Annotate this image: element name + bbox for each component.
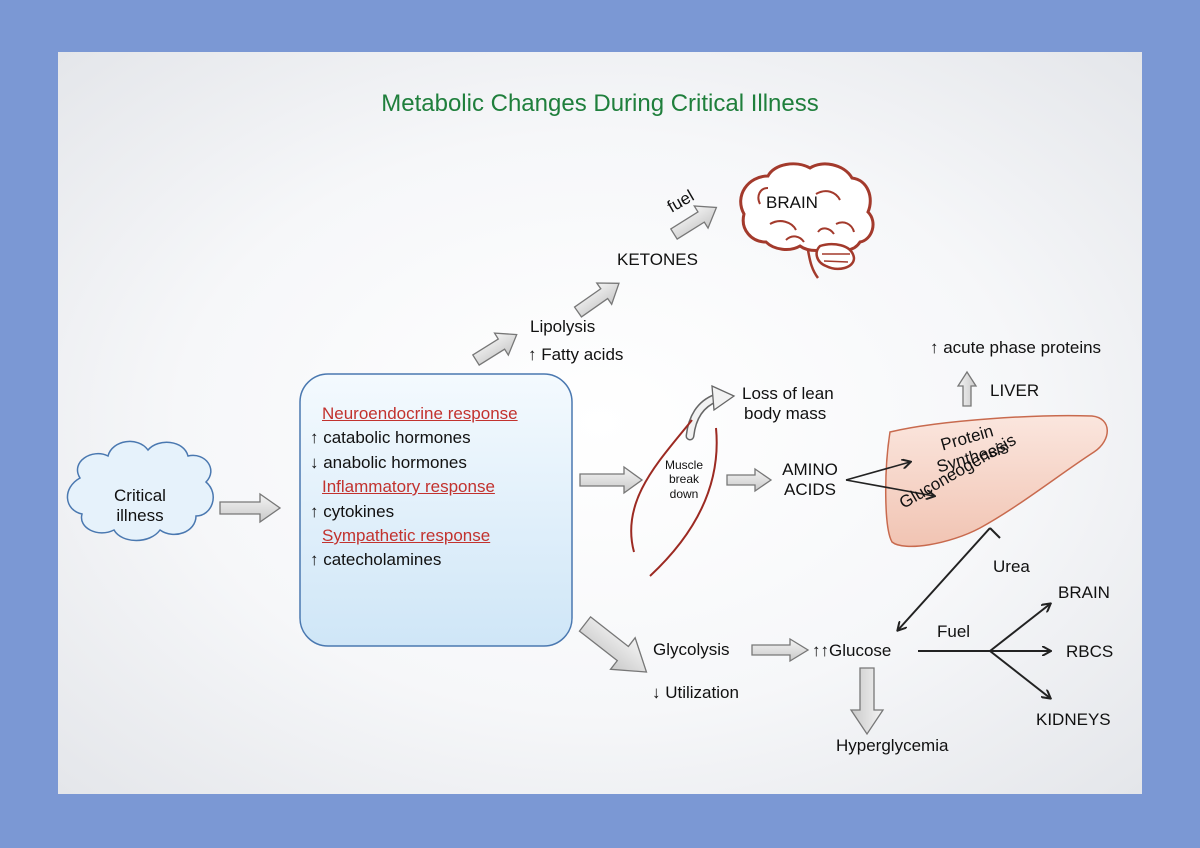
liver-label: LIVER [990,381,1040,400]
fatty-acids-label: ↑ Fatty acids [528,345,624,364]
muscle-line2: break [668,472,700,487]
arrow-fuel-to-brain [669,205,718,240]
catabolic-hormones: ↑ catabolic hormones [310,428,471,447]
target-kidneys: KIDNEYS [1036,710,1111,729]
urea-label: Urea [993,557,1030,576]
liver-shape [884,414,1108,548]
lipolysis-label: Lipolysis [530,317,596,336]
arrow-glycolysis-to-glucose [751,637,810,663]
hyperglycemia-label: Hyperglycemia [836,736,949,755]
utilization-label: ↓ Utilization [652,683,739,702]
arrow-muscle-to-amino [726,467,773,493]
arrow-to-ketones [573,282,620,318]
critical-illness-label: Critical illness [100,486,180,527]
lean-mass-label: Loss of lean body mass [742,384,834,425]
target-brain: BRAIN [1058,583,1110,602]
amino-line2: ACIDS [784,480,836,500]
fuel-arrows [918,604,1050,698]
fuel-label: Fuel [937,622,971,641]
ketones-label: KETONES [617,250,698,269]
muscle-fiber [630,419,718,577]
arrow-muscle-to-lean-mass [685,384,736,441]
arrow-liver-to-acute-phase [956,370,978,407]
acute-phase-label: ↑ acute phase proteins [930,338,1102,357]
amino-acid-arrows [845,462,934,496]
lean-mass-line1: Loss of lean [742,384,834,403]
target-rbcs: RBCS [1066,642,1114,661]
response-box [299,373,573,647]
urea-arrow [898,527,1001,630]
cytokines: ↑ cytokines [310,502,395,521]
glycolysis-label: Glycolysis [653,640,730,659]
catecholamines: ↑ catecholamines [310,550,442,569]
neuroendocrine-heading: Neuroendocrine response [322,404,518,423]
critical-illness-line1: Critical [114,486,166,505]
inflammatory-heading: Inflammatory response [322,477,495,496]
muscle-line1: Muscle [664,458,703,472]
critical-illness-cloud [66,440,214,542]
arrow-to-hyperglycemia [849,667,885,736]
brain-label: BRAIN [766,193,818,212]
sympathetic-heading: Sympathetic response [322,526,491,545]
arrow-illness-to-response [219,492,282,524]
critical-illness-line2: illness [116,506,164,526]
muscle-breakdown-label: Muscle break down [652,458,716,501]
glucose-label: ↑↑Glucose [812,641,892,660]
lean-mass-line2: body mass [744,404,827,424]
brain-illustration [739,162,875,279]
muscle-line3: down [669,486,699,501]
anabolic-hormones: ↓ anabolic hormones [310,453,467,472]
amino-acids-label: AMINO ACIDS [774,460,846,501]
arrow-to-glycolysis [578,615,648,673]
amino-line1: AMINO [782,460,838,479]
arrow-to-lipolysis [471,332,518,366]
arrow-to-muscle [579,465,644,495]
diagram-title: Metabolic Changes During Critical Illnes… [381,90,819,117]
